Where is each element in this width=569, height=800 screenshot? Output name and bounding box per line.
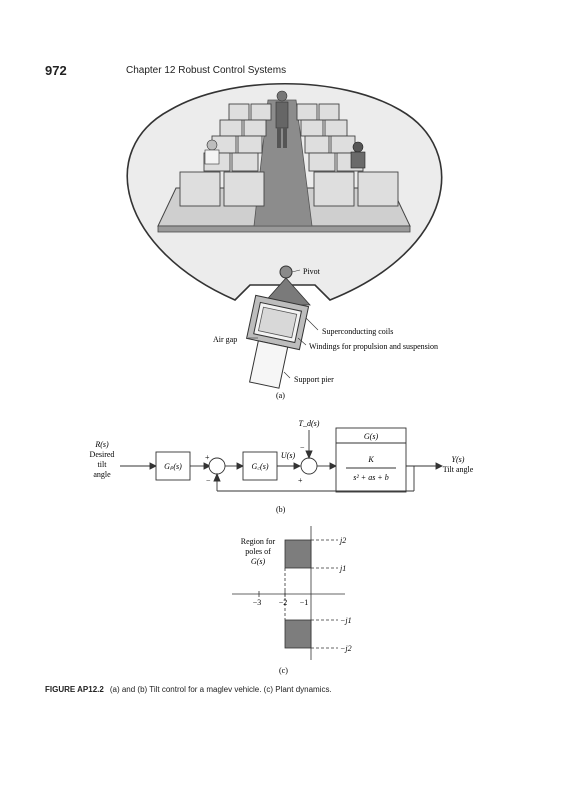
label-pier: Support pier — [294, 375, 334, 384]
label-ys: Y(s) — [452, 455, 465, 464]
person-seated-left — [204, 139, 220, 165]
tick-x-minus3: −3 — [253, 598, 262, 607]
label-g-num: K — [367, 455, 374, 464]
sign-plus-1: + — [205, 453, 210, 462]
region-label-3: G(s) — [251, 557, 266, 566]
panel-a-label: (a) — [276, 391, 285, 400]
label-windings: Windings for propulsion and suspension — [309, 342, 438, 351]
region-label-1: Region for — [241, 537, 276, 546]
tick-y-j1: j1 — [339, 564, 346, 573]
label-pivot: Pivot — [303, 267, 321, 276]
pole-region-lower — [284, 619, 312, 649]
figure-b-block-diagram — [120, 427, 444, 493]
tick-y-j2: j2 — [339, 536, 346, 545]
panel-c-label: (c) — [279, 666, 288, 675]
magnet-assembly — [246, 294, 310, 389]
panel-b-label: (b) — [276, 505, 286, 514]
person-seated-right — [350, 141, 366, 169]
tick-x-minus2: −2 — [279, 598, 288, 607]
support-pier — [249, 340, 289, 389]
summing-junction-2 — [300, 457, 318, 475]
label-coils: Superconducting coils — [322, 327, 393, 336]
pole-region-upper — [284, 539, 312, 569]
label-gc: G꜀(s) — [252, 462, 269, 471]
label-gp: Gₚ(s) — [164, 462, 182, 471]
chapter-header: Chapter 12 Robust Control Systems — [126, 65, 287, 76]
figure-a-illustration — [126, 82, 443, 389]
tick-y-minus-j1: −j1 — [340, 616, 352, 625]
label-td: T_d(s) — [299, 419, 320, 428]
sign-plus-2: + — [298, 476, 303, 485]
label-rs: R(s) — [94, 440, 109, 449]
tick-x-minus1: −1 — [300, 598, 309, 607]
label-desired: Desired — [90, 450, 115, 459]
label-angle: angle — [93, 470, 111, 479]
label-airgap: Air gap — [213, 335, 237, 344]
label-tilt: tilt — [98, 460, 108, 469]
summing-junction-1 — [208, 457, 226, 475]
label-tilt-angle: Tilt angle — [443, 465, 474, 474]
label-us: U(s) — [281, 451, 296, 460]
pivot-icon — [279, 265, 293, 279]
person-standing — [275, 90, 289, 148]
sign-minus-2: − — [300, 443, 305, 452]
seats-left — [179, 103, 272, 207]
figure-caption: FIGURE AP12.2 (a) and (b) Tilt control fo… — [45, 685, 332, 694]
caption-label: FIGURE AP12.2 — [45, 685, 104, 694]
seats-right — [296, 103, 399, 207]
caption-text: (a) and (b) Tilt control for a maglev ve… — [109, 685, 332, 694]
figure-c-pole-plot — [232, 526, 345, 660]
label-g-title: G(s) — [364, 432, 379, 441]
tick-y-minus-j2: −j2 — [340, 644, 352, 653]
label-g-den: s² + as + b — [353, 473, 388, 482]
region-label-2: poles of — [245, 547, 271, 556]
page-number: 972 — [45, 63, 67, 78]
plant-block — [335, 427, 407, 493]
figure-b-labels: R(s) Desired tilt angle Gₚ(s) G꜀(s) U(s)… — [90, 419, 474, 514]
figure-c-labels: Region for poles of G(s) −3 −2 −1 j2 j1 … — [241, 536, 352, 675]
sign-minus-1: − — [206, 476, 211, 485]
